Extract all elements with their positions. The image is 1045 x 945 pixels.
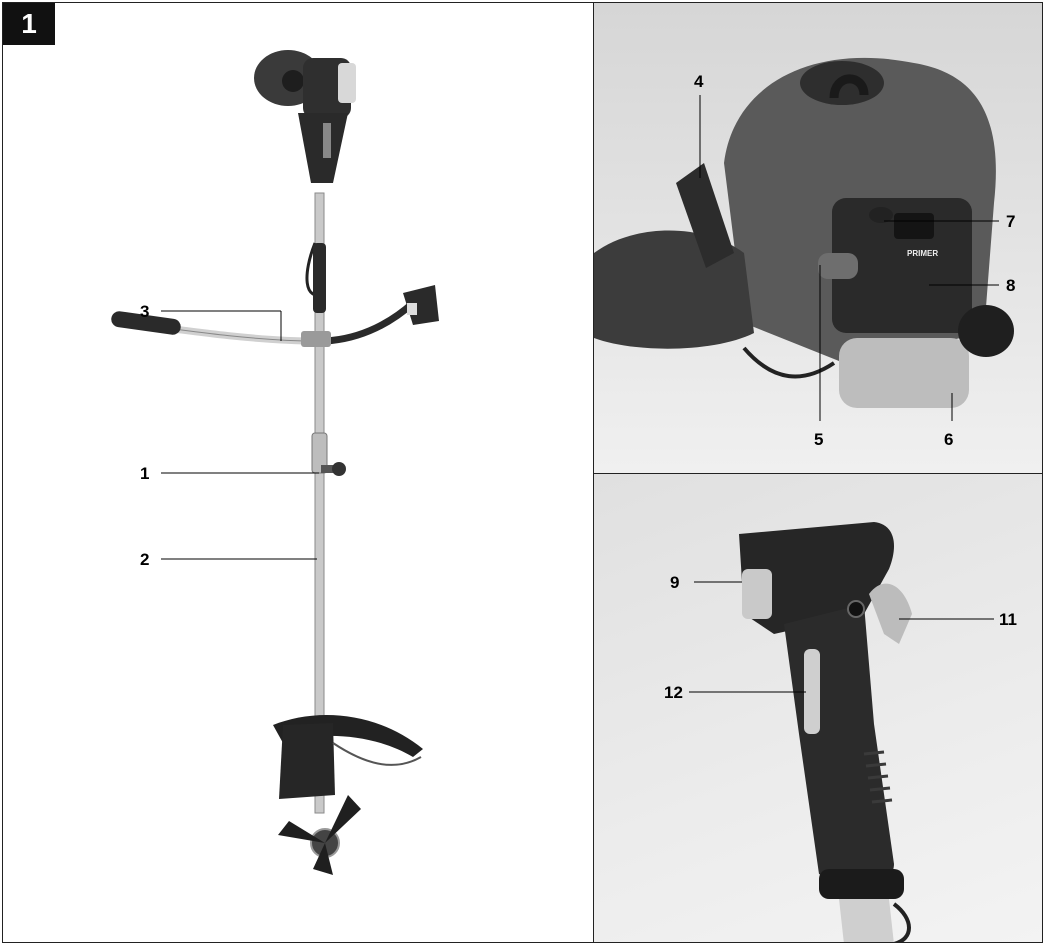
callout-3: 3 [140, 302, 150, 321]
locking-knob [321, 462, 346, 476]
shaft-grip [313, 243, 326, 313]
primer-marking: PRIMER [907, 249, 939, 258]
throttle-trigger [869, 583, 912, 644]
callout-9: 9 [670, 573, 680, 592]
handle-collar [819, 869, 904, 899]
handle-shaft [839, 899, 894, 942]
callout-4: 4 [694, 72, 704, 91]
throttle-cable-br [892, 902, 911, 942]
panel-engine-closeup: PRIMER 4 7 8 5 6 [593, 2, 1043, 475]
grip-ribs [863, 750, 893, 804]
handle-closeup-illustration [689, 522, 994, 942]
stop-switch [742, 569, 772, 619]
callout-7: 7 [1006, 212, 1016, 231]
shaft-coupling [311, 432, 328, 474]
callout-2: 2 [140, 550, 150, 569]
top-handle [829, 74, 869, 99]
throttle-lock [804, 649, 820, 734]
throttle-handle [403, 285, 439, 325]
choke-knob [869, 207, 893, 223]
panel-brush-cutter: 1 [2, 2, 595, 943]
callout-8: 8 [1006, 276, 1016, 295]
panel-handle-closeup: 9 11 12 [593, 473, 1043, 943]
callout-11: 11 [999, 610, 1017, 629]
grass-guard [273, 715, 423, 799]
tank-cap [958, 305, 1014, 357]
handle-grip [784, 604, 894, 889]
callout-1: 1 [140, 464, 150, 483]
cutting-blade [278, 795, 361, 875]
callout-5: 5 [814, 430, 824, 449]
engine-unit [254, 50, 356, 183]
primer-bulb [818, 253, 858, 279]
figure-number-badge: 1 [3, 3, 55, 45]
choke-lever [676, 163, 734, 268]
callout-6: 6 [944, 430, 954, 449]
bike-handle [111, 300, 416, 347]
engine-closeup-illustration [594, 57, 1014, 421]
air-filter-cover [832, 198, 972, 333]
fuel-line [742, 346, 836, 379]
main-shaft [314, 192, 325, 814]
fuel-tank [839, 338, 969, 408]
callout-12: 12 [664, 683, 683, 702]
brush-cutter-illustration [111, 50, 439, 875]
